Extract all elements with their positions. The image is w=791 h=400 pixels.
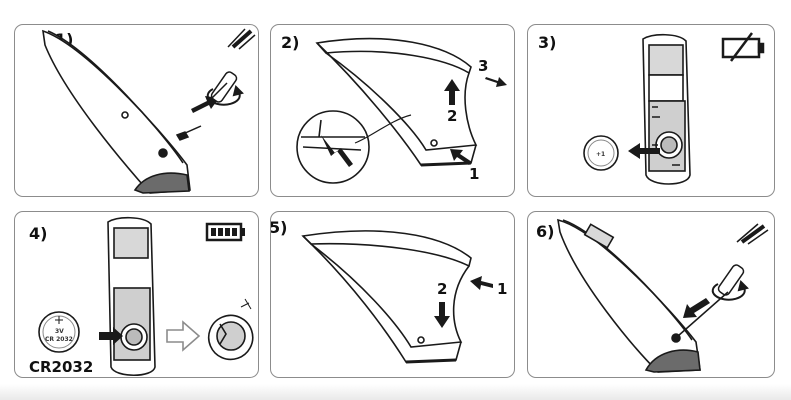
remove-battery-illustration: +1 <box>583 32 765 185</box>
remote-screw-in-illustration <box>557 218 769 373</box>
battery-holder-detail <box>207 298 254 361</box>
arrow-right-icon <box>485 77 507 87</box>
callout-1: 1 <box>497 280 507 298</box>
arrow-up-left-icon <box>450 149 472 165</box>
coin-battery: +1 <box>583 135 619 171</box>
rotate-cw-icon <box>711 280 749 301</box>
callout-3: 3 <box>478 57 488 75</box>
insert-battery-illustration: 3V CR 2032 CR2032 <box>29 216 254 377</box>
battery-full-icon <box>205 222 245 242</box>
coin-model: CR 2032 <box>45 336 73 343</box>
step-1-panel: 1) <box>14 24 259 197</box>
svg-text:+1: +1 <box>596 151 605 158</box>
screw-icon <box>175 125 202 141</box>
close-cover-illustration: 2 1 <box>301 230 507 364</box>
step-3-label: 3) <box>538 33 557 52</box>
step-6-panel: 6) <box>527 211 775 378</box>
screwdriver-icon <box>209 28 256 103</box>
remote-back <box>642 33 691 185</box>
battery-type-label: CR2032 <box>29 358 93 376</box>
remote-back <box>107 216 156 377</box>
arrow-right-icon <box>99 327 123 345</box>
coin-battery-cr2032: 3V CR 2032 <box>38 311 80 353</box>
arrow-up-icon <box>444 79 460 105</box>
callout-2: 2 <box>437 280 447 298</box>
arrow-right-outline-icon <box>166 320 201 352</box>
arrow-left-icon <box>628 143 660 159</box>
screwdriver-icon <box>677 223 769 337</box>
arrow-down-icon <box>434 302 450 328</box>
step-2-panel: 2) 3 2 1 <box>270 24 515 197</box>
bottom-shadow <box>0 384 791 400</box>
arrow-left-icon <box>191 96 219 113</box>
step-5-label: 5) <box>270 218 288 237</box>
rotate-ccw-icon <box>206 85 244 106</box>
arrow-left-icon <box>470 276 493 290</box>
remote-control <box>557 218 701 373</box>
coin-voltage: 3V <box>55 328 64 335</box>
zoom-inset <box>296 110 412 184</box>
step-4-panel: 4) 3V CR 2032 CR2032 <box>14 211 259 378</box>
remote-unscrew-illustration <box>42 28 256 194</box>
remote-open-cover-illustration: 3 2 1 <box>296 37 507 184</box>
step-3-panel: 3) +1 <box>527 24 775 197</box>
remote-control <box>315 37 478 167</box>
remote-control <box>42 29 191 194</box>
battery-empty-icon <box>721 32 765 62</box>
step-4-label: 4) <box>29 224 48 243</box>
callout-1: 1 <box>469 165 479 183</box>
callout-2: 2 <box>447 107 457 125</box>
arrow-down-left-icon <box>683 298 710 318</box>
remote-control <box>301 230 472 364</box>
step-6-label: 6) <box>536 222 555 241</box>
step-2-label: 2) <box>281 33 300 52</box>
step-5-panel: 5) 2 1 <box>270 211 515 378</box>
